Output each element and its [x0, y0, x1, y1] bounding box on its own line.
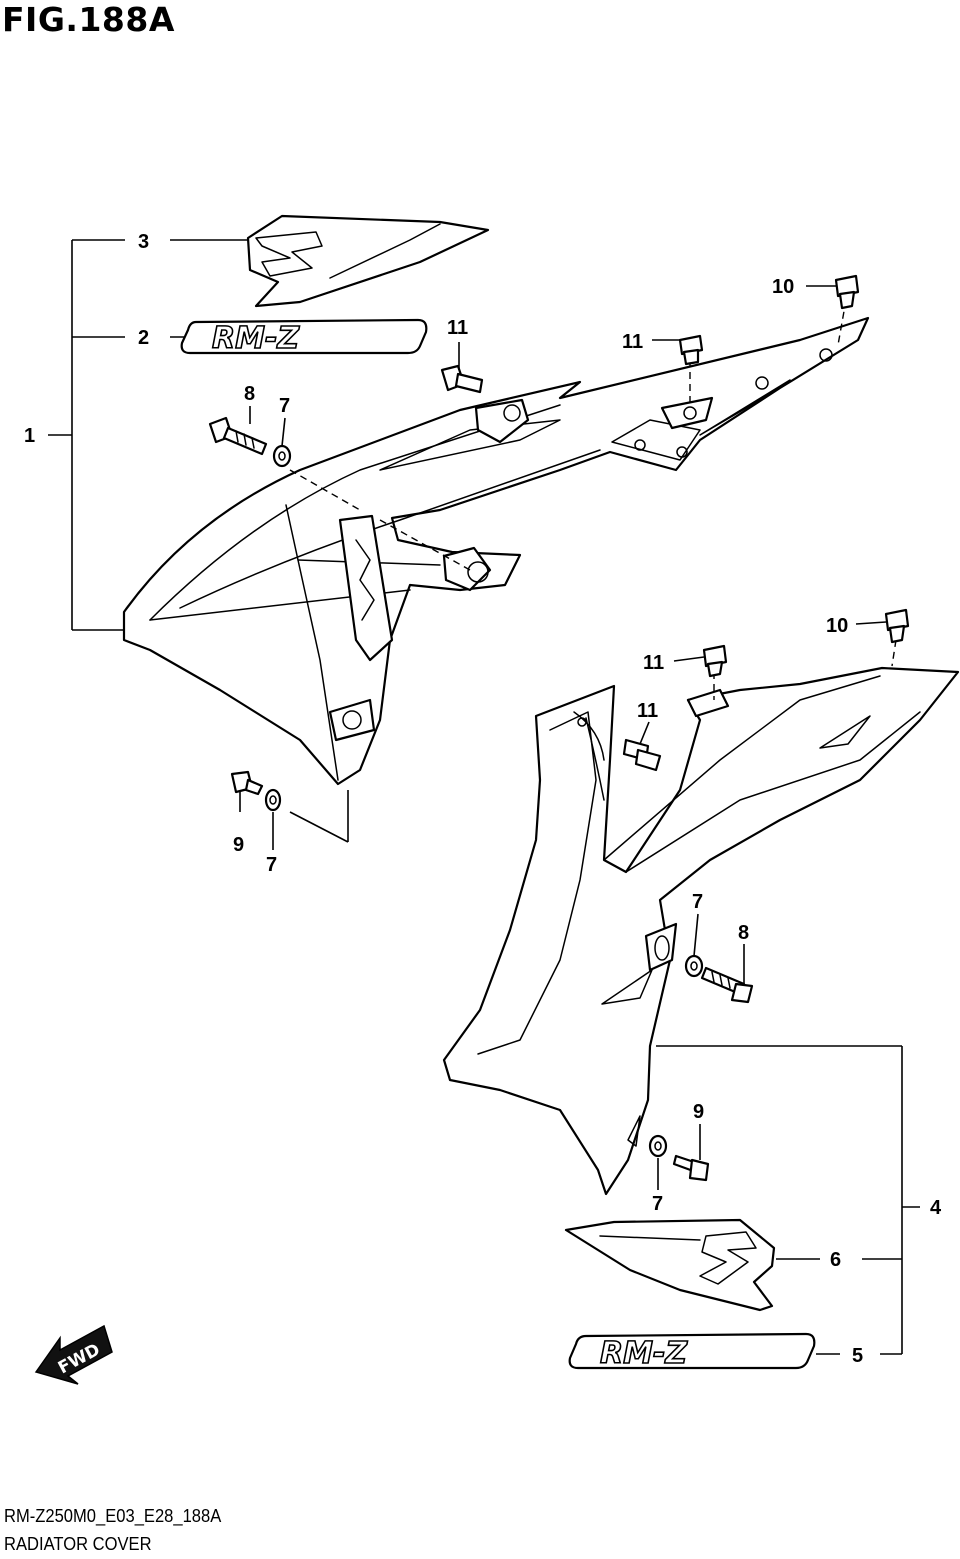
callout-11-lower-b: 11 — [637, 700, 658, 722]
callout-7-upper-low: 7 — [266, 854, 277, 876]
bolt-11-lower-a — [702, 644, 728, 678]
callout-10-upper: 10 — [772, 276, 794, 298]
bracket-part-1 — [48, 239, 125, 631]
decal-part-5: RM-Z — [568, 1332, 816, 1372]
figure-code: RM-Z250M0_E03_E28_188A — [4, 1506, 222, 1526]
figure-name: RADIATOR COVER — [4, 1534, 152, 1554]
callout-7-upper: 7 — [279, 395, 290, 417]
radiator-shroud-upper — [122, 316, 870, 786]
emblem-plate-part-6 — [564, 1218, 776, 1312]
bolt-11-upper-b — [678, 334, 704, 366]
bolt-9-upper — [230, 770, 264, 796]
bracket-part-4 — [656, 1045, 920, 1355]
bolt-11-lower-b — [622, 738, 662, 772]
forward-arrow-icon: FWD — [34, 1324, 113, 1385]
washer-7-upper — [272, 444, 292, 468]
radiator-shroud-lower — [442, 666, 960, 1196]
callout-4: 4 — [930, 1197, 942, 1219]
callout-5: 5 — [852, 1345, 863, 1367]
callout-7-lower-b: 7 — [652, 1193, 663, 1215]
washer-7-lower-a — [684, 954, 704, 978]
callout-10-lower: 10 — [826, 615, 848, 637]
callout-11-upper-a: 11 — [447, 317, 468, 339]
bolt-11-upper-a — [440, 364, 484, 394]
decal-upper-text: RM-Z — [212, 321, 300, 356]
callout-9-upper: 9 — [233, 834, 244, 856]
decal-lower-text: RM-Z — [600, 1336, 688, 1371]
emblem-plate-part-3 — [246, 214, 490, 308]
callout-2: 2 — [138, 327, 149, 349]
bolt-8-upper — [208, 416, 268, 456]
bolt-10-lower — [884, 608, 910, 644]
bolt-9-lower — [672, 1154, 710, 1182]
callout-8-lower: 8 — [738, 922, 749, 944]
washer-7-lower-b — [648, 1134, 668, 1158]
callout-9-lower: 9 — [693, 1101, 704, 1123]
bolt-8-lower — [700, 966, 754, 1004]
callout-1: 1 — [24, 425, 35, 447]
washer-7-upper-low — [264, 788, 282, 812]
callout-6: 6 — [830, 1249, 841, 1271]
callout-3: 3 — [138, 231, 149, 253]
decal-part-2: RM-Z — [180, 318, 428, 357]
callout-11-lower-a: 11 — [643, 652, 664, 674]
callout-7-lower-a: 7 — [692, 891, 703, 913]
bolt-10-upper — [834, 274, 860, 310]
figure-title: FIG.188A — [2, 0, 175, 39]
callout-11-upper-b: 11 — [622, 331, 643, 353]
callout-8-upper: 8 — [244, 383, 255, 405]
